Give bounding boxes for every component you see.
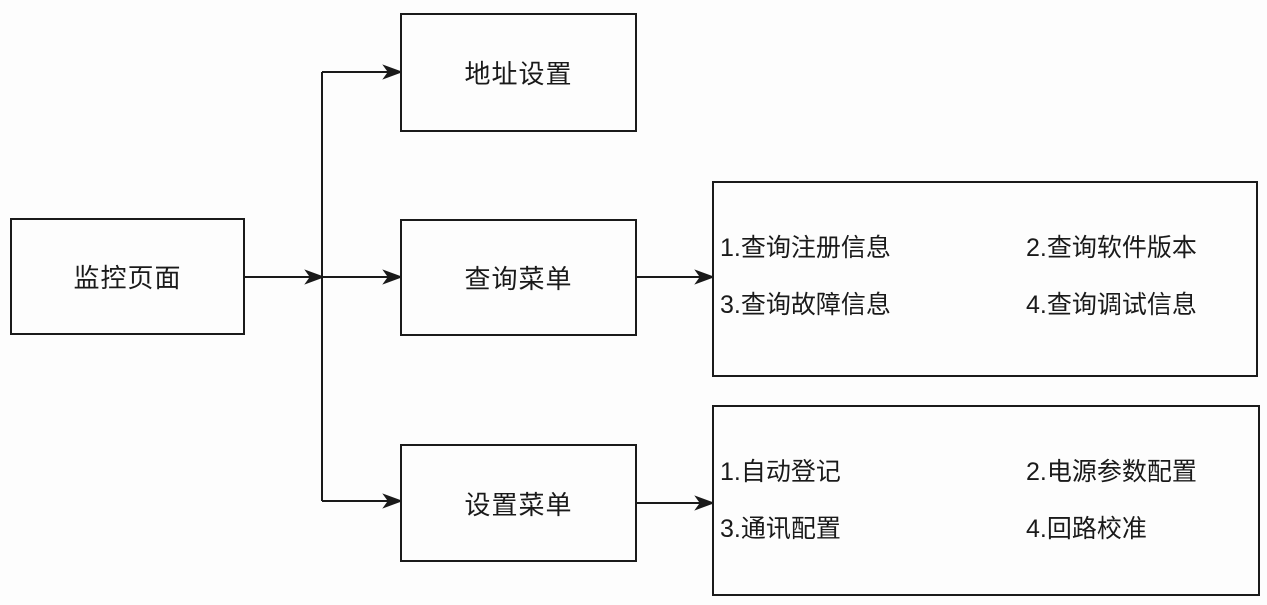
panel-settings-menu-items: 1.自动登记 2.电源参数配置 3.通讯配置 4.回路校准 <box>712 405 1260 596</box>
arrowhead-icon <box>382 493 403 509</box>
query-menu-item-2: 2.查询软件版本 <box>1026 234 1197 262</box>
node-query-menu-label: 查询菜单 <box>464 264 573 294</box>
query-menu-item-1: 1.查询注册信息 <box>720 234 891 262</box>
node-settings-menu: 设置菜单 <box>400 444 637 562</box>
panel-query-menu-items: 1.查询注册信息 2.查询软件版本 3.查询故障信息 4.查询调试信息 <box>712 181 1258 377</box>
arrowhead-icon <box>382 269 403 285</box>
arrowhead-icon <box>694 269 715 285</box>
arrowhead-icon <box>382 64 403 80</box>
arrowhead-icon <box>694 495 715 511</box>
settings-menu-item-3: 3.通讯配置 <box>720 515 841 543</box>
node-monitor-page-label: 监控页面 <box>73 263 182 293</box>
query-menu-item-3: 3.查询故障信息 <box>720 291 891 319</box>
node-address-settings: 地址设置 <box>400 13 637 132</box>
settings-menu-item-4: 4.回路校准 <box>1026 515 1147 543</box>
query-menu-item-4: 4.查询调试信息 <box>1026 291 1197 319</box>
node-address-settings-label: 地址设置 <box>464 59 573 89</box>
settings-menu-item-1: 1.自动登记 <box>720 458 841 486</box>
node-monitor-page: 监控页面 <box>10 218 245 335</box>
settings-menu-item-2: 2.电源参数配置 <box>1026 458 1197 486</box>
node-query-menu: 查询菜单 <box>400 219 637 336</box>
node-settings-menu-label: 设置菜单 <box>464 489 573 520</box>
arrowhead-icon <box>304 269 325 285</box>
